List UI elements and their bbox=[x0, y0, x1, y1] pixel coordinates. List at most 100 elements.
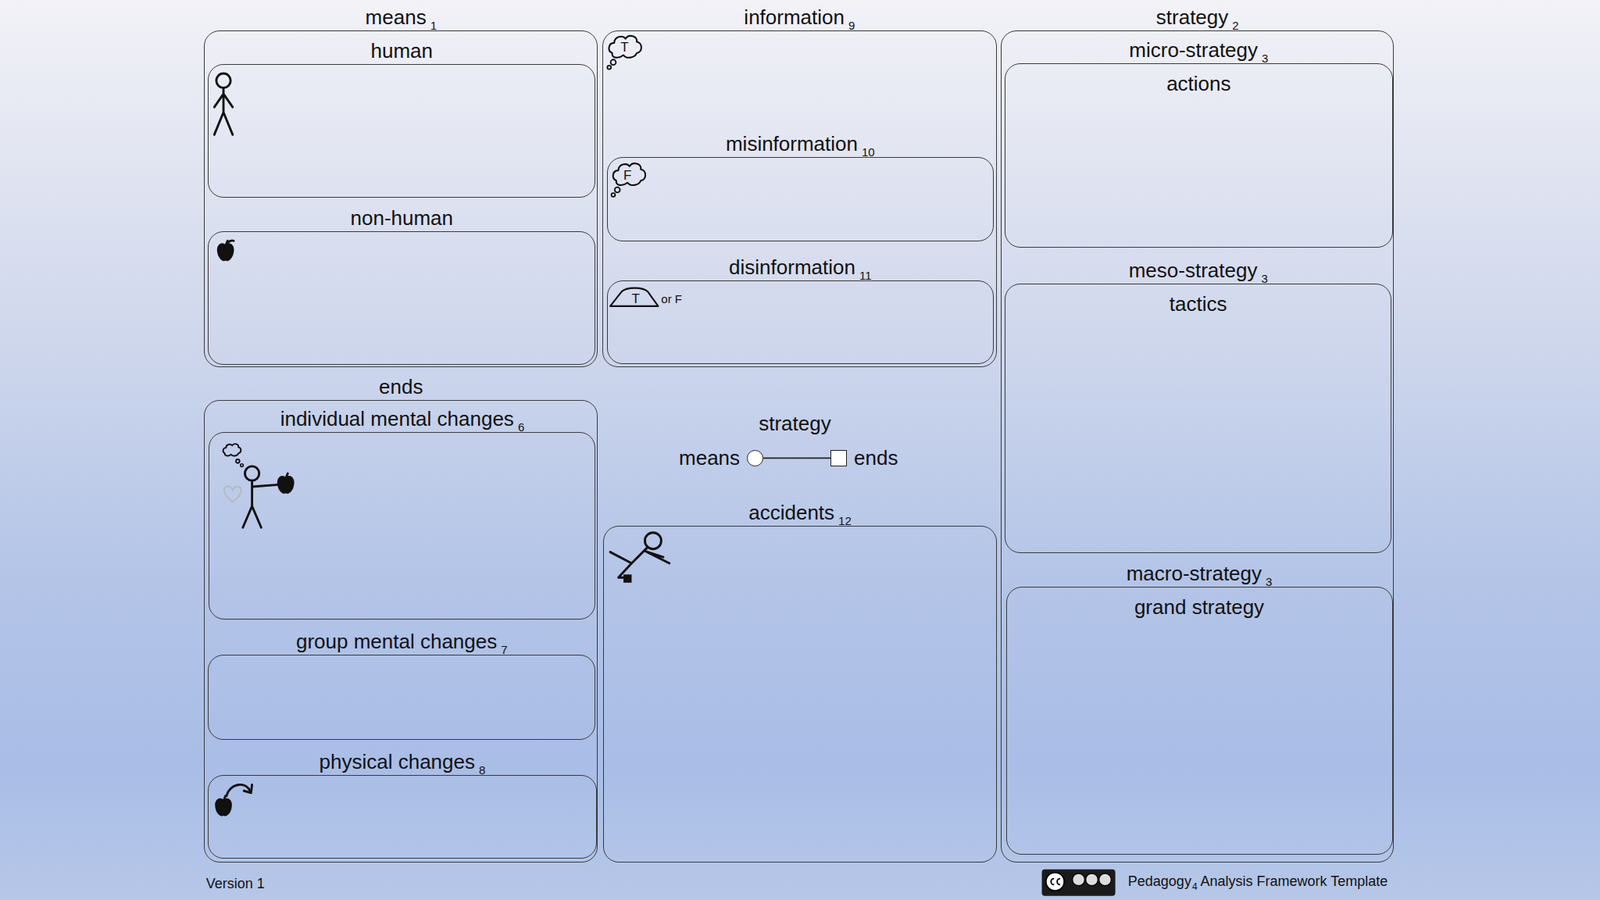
apple-stem bbox=[285, 473, 289, 479]
heading-row: individual mental changes6 bbox=[209, 407, 595, 431]
heading-row: macro-strategy3 bbox=[1007, 561, 1393, 586]
heading-row: misinformation10 bbox=[607, 132, 993, 156]
stick-figure-body bbox=[242, 480, 279, 528]
thought-bubble bbox=[223, 443, 242, 456]
box-heading: disinformation bbox=[728, 255, 856, 279]
category-box: group mental changes7 bbox=[207, 654, 596, 740]
strategy-level-box: meso-strategy3tactics bbox=[1004, 283, 1392, 554]
category-box: individual mental changes6 bbox=[208, 432, 596, 619]
category-box: physical changes8 bbox=[207, 775, 597, 859]
heading-row: physical changes8 bbox=[208, 750, 597, 774]
callout-number: 6 bbox=[517, 415, 525, 440]
box-heading: meso-strategy bbox=[1128, 258, 1258, 283]
stick-figure-body bbox=[214, 87, 233, 135]
thought-dot bbox=[240, 464, 244, 468]
thought-dot bbox=[235, 459, 240, 464]
box-body-text: tactics bbox=[1005, 290, 1391, 318]
callout-number: 3 bbox=[1265, 570, 1272, 594]
heading-row: accidents12 bbox=[603, 500, 997, 525]
category-box: accidents12 bbox=[603, 525, 997, 863]
strategy-caption: strategy bbox=[758, 412, 832, 436]
heading-row: strategy2 bbox=[1001, 5, 1393, 29]
box-heading: ends bbox=[378, 375, 423, 399]
box-heading: human bbox=[371, 39, 434, 63]
box-heading: physical changes bbox=[319, 750, 475, 774]
group-box: means1humannon-human bbox=[203, 30, 598, 368]
callout-number: 3 bbox=[1261, 46, 1268, 71]
heading-row: micro-strategy3 bbox=[1005, 38, 1392, 62]
thought-dot bbox=[610, 59, 617, 65]
stick-figure-head bbox=[244, 466, 259, 481]
licence-nd-icon bbox=[1099, 873, 1112, 886]
curved-arrow bbox=[226, 784, 250, 796]
endpoint-label: means bbox=[678, 446, 740, 470]
box-body-text: actions bbox=[1005, 70, 1392, 97]
heading-row: group mental changes7 bbox=[208, 629, 595, 654]
connector-line bbox=[763, 457, 831, 460]
thought-dot bbox=[607, 65, 611, 70]
heading-row: ends bbox=[204, 375, 597, 399]
callout-number: 2 bbox=[1232, 14, 1239, 38]
callout-number: 12 bbox=[838, 509, 852, 533]
callout-number: 8 bbox=[478, 758, 486, 783]
version-note: Version 1 bbox=[206, 875, 265, 893]
box-heading: group mental changes bbox=[296, 629, 497, 654]
endpoint-label: ends bbox=[853, 446, 898, 470]
callout-number: 9 bbox=[848, 14, 855, 38]
box-heading: accidents bbox=[748, 500, 835, 525]
apple-icon bbox=[217, 244, 233, 261]
callout-number: 10 bbox=[861, 140, 875, 165]
thought-bubble bbox=[613, 163, 646, 186]
box-heading: individual mental changes bbox=[280, 407, 515, 431]
category-box: human bbox=[207, 64, 596, 198]
heading-row: meso-strategy3 bbox=[1005, 258, 1391, 283]
category-box: non-human bbox=[207, 231, 596, 365]
means-circle: means bbox=[746, 450, 764, 467]
heading-row: disinformation11 bbox=[607, 255, 993, 279]
box-heading: strategy bbox=[1156, 5, 1229, 29]
stick-figure-head bbox=[216, 73, 231, 88]
heading-row: non-human bbox=[208, 206, 595, 230]
callout-number: 4 bbox=[1192, 881, 1198, 893]
licence-badge bbox=[1042, 869, 1116, 897]
disinformation-mound bbox=[610, 288, 658, 307]
callout-number: 11 bbox=[859, 264, 872, 288]
heading-row: means1 bbox=[204, 5, 597, 29]
mound-letter: T bbox=[632, 291, 640, 308]
footer: Pedagogy4Analysis Framework Template bbox=[1128, 873, 1389, 890]
heading-row: information9 bbox=[603, 5, 997, 29]
alternative-note: or F bbox=[660, 292, 683, 306]
falling-figure-body bbox=[610, 547, 670, 578]
thought-dot bbox=[611, 192, 616, 197]
ends-square: ends bbox=[830, 450, 847, 467]
box-heading: macro-strategy bbox=[1126, 561, 1262, 586]
falling-figure-foot bbox=[623, 574, 632, 583]
template-title: Pedagogy bbox=[1128, 873, 1192, 890]
apple-icon bbox=[278, 477, 293, 493]
heading-row: human bbox=[208, 39, 595, 63]
apple-stem bbox=[225, 240, 234, 247]
template-title: Analysis Framework Template bbox=[1200, 873, 1389, 890]
bubble-letter: F bbox=[623, 167, 632, 184]
box-heading: non-human bbox=[350, 206, 454, 230]
licence-cc-icon bbox=[1046, 872, 1065, 892]
callout-number: 3 bbox=[1260, 267, 1268, 291]
callout-number: 1 bbox=[430, 14, 437, 38]
box-body-text: grand strategy bbox=[1007, 593, 1393, 621]
curved-arrow-head bbox=[243, 784, 252, 793]
box-heading: micro-strategy bbox=[1128, 38, 1258, 62]
callout-number: 7 bbox=[500, 638, 508, 662]
category-box: misinformation10 bbox=[607, 157, 994, 242]
licence-cc-mark bbox=[1050, 878, 1061, 886]
apple-icon bbox=[216, 799, 232, 815]
licence-nc-icon bbox=[1085, 873, 1099, 886]
group-box: strategy2micro-strategy3actionsmeso-stra… bbox=[1000, 30, 1394, 862]
box-heading: misinformation bbox=[725, 132, 858, 156]
thought-bubble bbox=[608, 35, 641, 58]
box-heading: information bbox=[743, 5, 845, 29]
strategy-level-box: micro-strategy3actions bbox=[1004, 63, 1393, 248]
group-box: information9misinformation10disinformati… bbox=[602, 30, 997, 368]
